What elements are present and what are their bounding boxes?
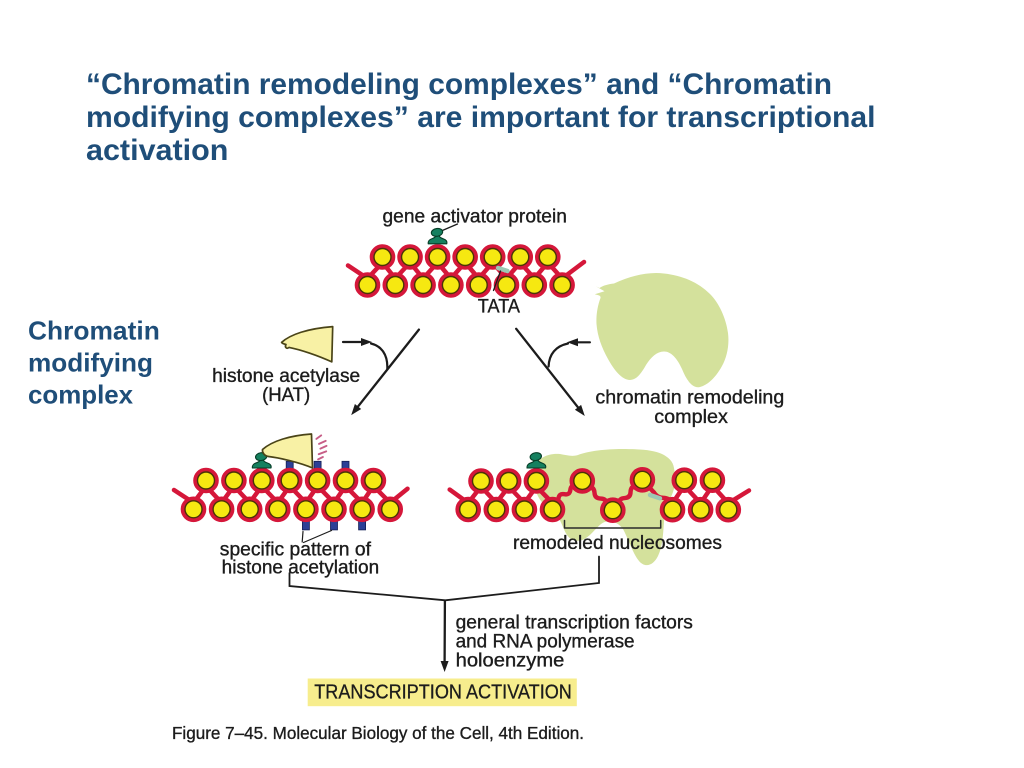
- svg-text:histone acetylation: histone acetylation: [222, 557, 379, 578]
- svg-text:Chromatin: Chromatin: [28, 316, 160, 346]
- svg-text:specific pattern of: specific pattern of: [220, 539, 372, 560]
- svg-text:activation: activation: [86, 134, 228, 167]
- svg-text:histone acetylase: histone acetylase: [212, 366, 360, 387]
- svg-text:holoenzyme: holoenzyme: [456, 650, 565, 671]
- svg-text:modifying complexes” are impor: modifying complexes” are important for t…: [86, 101, 876, 134]
- svg-text:and RNA polymerase: and RNA polymerase: [456, 632, 635, 653]
- svg-text:(HAT): (HAT): [262, 385, 310, 406]
- svg-text:TRANSCRIPTION ACTIVATION: TRANSCRIPTION ACTIVATION: [314, 681, 572, 703]
- svg-text:chromatin remodeling: chromatin remodeling: [595, 388, 784, 409]
- svg-text:general transcription factors: general transcription factors: [456, 613, 693, 634]
- svg-text:Figure 7–45. Molecular Biology: Figure 7–45. Molecular Biology of the Ce…: [172, 723, 584, 743]
- svg-text:complex: complex: [28, 380, 134, 410]
- svg-text:complex: complex: [654, 407, 728, 428]
- svg-text:gene activator protein: gene activator protein: [383, 206, 567, 227]
- svg-text:TATA: TATA: [478, 297, 521, 318]
- svg-text:“Chromatin remodeling complexe: “Chromatin remodeling complexes” and “Ch…: [86, 68, 832, 101]
- svg-text:modifying: modifying: [28, 348, 153, 378]
- svg-text:remodeled nucleosomes: remodeled nucleosomes: [513, 533, 722, 554]
